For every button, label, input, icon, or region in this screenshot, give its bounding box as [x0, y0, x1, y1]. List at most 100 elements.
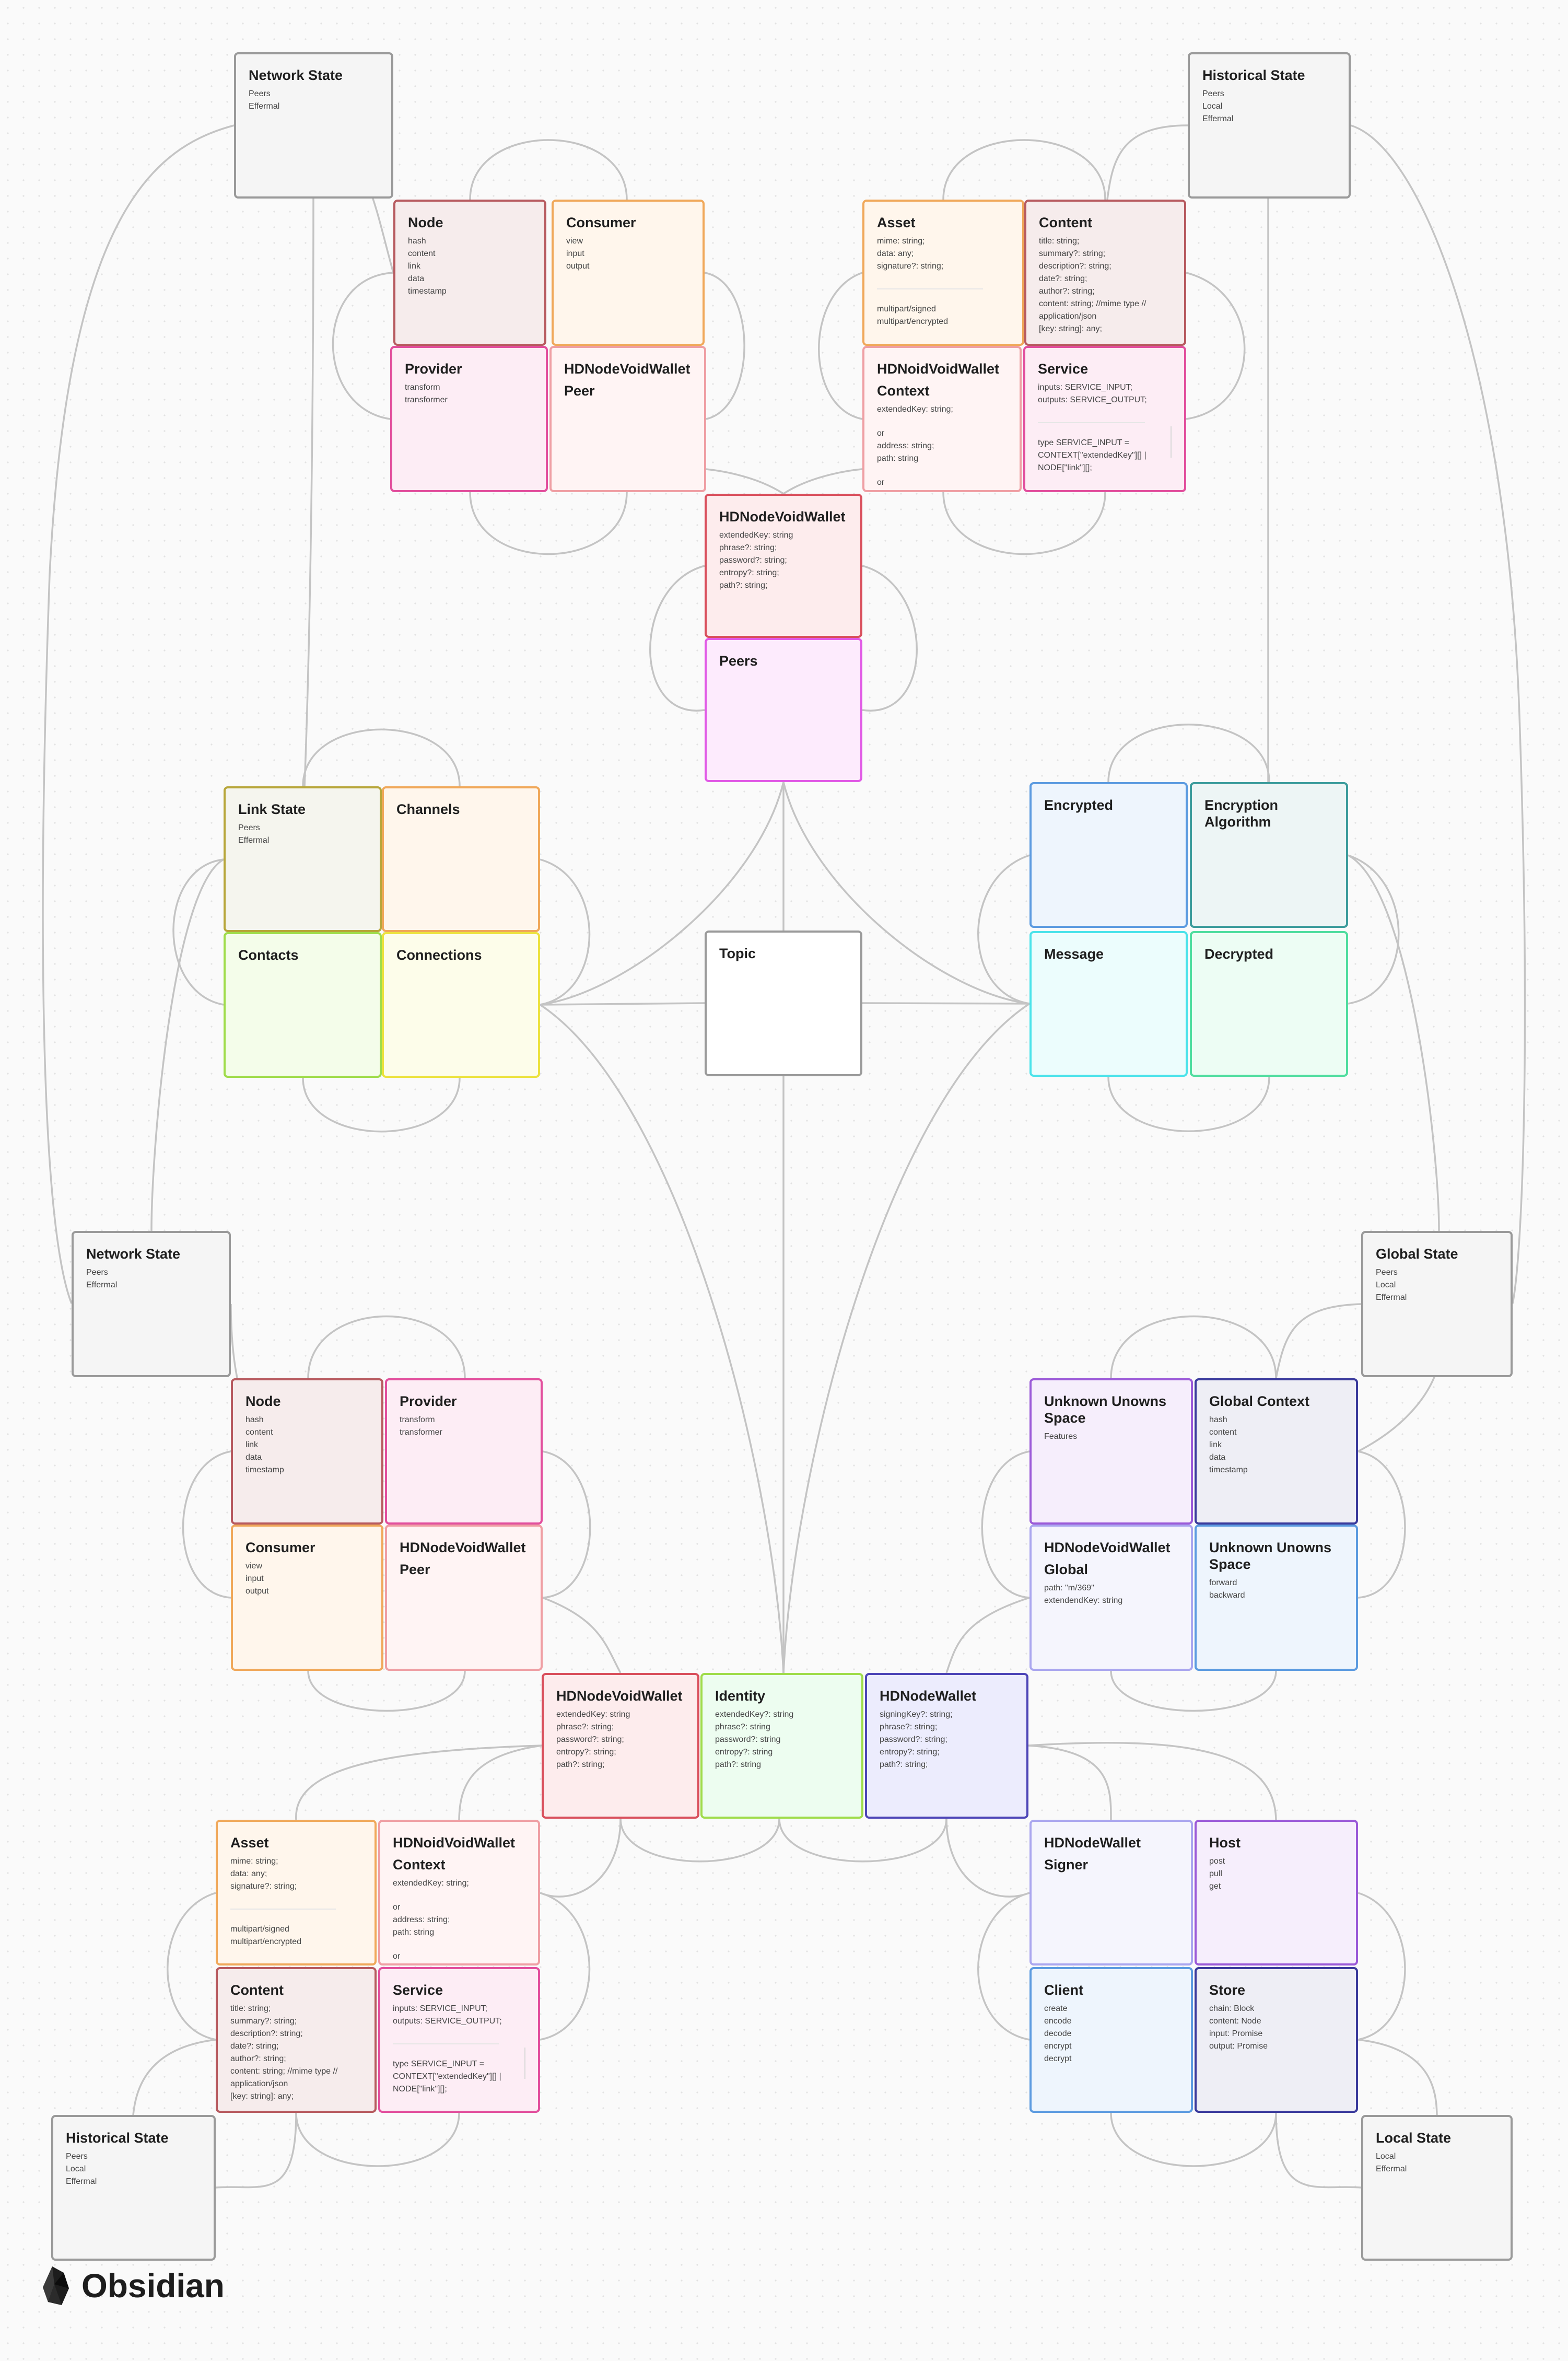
connection-edge	[862, 565, 918, 712]
card-subtitle: Peer	[400, 1562, 430, 1577]
card-field: Peers	[1376, 1268, 1398, 1277]
card-field: mime: string;	[230, 1857, 278, 1866]
card-title: Historical State	[1202, 67, 1305, 83]
card-divider	[877, 288, 984, 289]
card-field: password?: string	[715, 1735, 781, 1744]
card-subtitle: Signer	[1044, 1857, 1089, 1872]
card-field: backward	[1209, 1591, 1245, 1600]
card-title: Host	[1209, 1835, 1241, 1851]
scroll-indicator	[1171, 426, 1172, 458]
card-encrypted[interactable]: Encrypted	[1029, 782, 1188, 928]
card-title: Peers	[719, 653, 758, 669]
connection-edge	[150, 858, 224, 1231]
card-subtitle: Context	[393, 1857, 446, 1872]
obsidian-logo[interactable]: Obsidian	[41, 2262, 225, 2309]
connection-edge	[1186, 272, 1246, 420]
card-field: Effermal	[249, 102, 280, 111]
card-field: data: any;	[230, 1869, 267, 1878]
card-divider	[230, 1909, 336, 1910]
card-field: title: string;	[230, 2004, 271, 2013]
card-field: content: string; //mime type //	[230, 2067, 338, 2076]
card-field: multipart/encrypted	[230, 1937, 302, 1946]
card-field: create	[1044, 2004, 1068, 2013]
connection-edge	[1110, 1315, 1277, 1379]
card-message[interactable]: Message	[1029, 931, 1188, 1077]
connection-edge	[1028, 1744, 1112, 1820]
connection-edge	[778, 1818, 947, 1863]
connection-edge	[619, 1818, 780, 1863]
card-field: NODE["link"][];	[1038, 463, 1092, 472]
card-field: phrase?: string	[715, 1723, 770, 1731]
card-title: Contacts	[238, 947, 299, 963]
connection-edge	[981, 1450, 1030, 1599]
card-field: data	[245, 1453, 262, 1462]
card-field: data: any;	[877, 249, 914, 258]
card-encalgo[interactable]: Encryption Algorithm	[1190, 782, 1348, 928]
connection-edge	[42, 124, 235, 1304]
card-field: phrase?: string;	[556, 1723, 614, 1731]
card-field: Peers	[249, 89, 271, 98]
card-field: date?: string;	[230, 2042, 279, 2051]
card-field: multipart/signed	[230, 1925, 289, 1934]
card-field: output	[566, 262, 590, 271]
card-field: link	[408, 262, 421, 271]
card-field: or	[877, 429, 885, 438]
connection-edge	[458, 1744, 542, 1820]
card-decrypted[interactable]: Decrypted	[1190, 931, 1348, 1077]
connection-edge	[862, 1002, 1030, 1005]
card-field: transform	[405, 383, 440, 392]
card-channels[interactable]: Channels	[382, 786, 540, 932]
card-field: description?: string;	[230, 2029, 303, 2038]
card-title: Node	[408, 215, 443, 230]
card-contacts[interactable]: Contacts	[224, 932, 382, 1078]
card-title: Global State	[1376, 1246, 1458, 1262]
card-field: signingKey?: string;	[880, 1710, 953, 1719]
card-topic[interactable]: Topic	[705, 931, 862, 1076]
card-connections[interactable]: Connections	[382, 932, 540, 1078]
card-field: signature?: string;	[230, 1882, 297, 1891]
card-field: path: string	[877, 454, 919, 463]
card-title: HDNodeVoidWallet	[400, 1540, 526, 1555]
card-field: or	[393, 1952, 401, 1961]
card-field: get	[1209, 1882, 1221, 1891]
card-peers1[interactable]: Peers	[705, 638, 862, 782]
connection-edge	[295, 1744, 542, 1820]
card-field: decrypt	[1044, 2054, 1072, 2063]
connection-edge	[977, 1892, 1030, 2041]
